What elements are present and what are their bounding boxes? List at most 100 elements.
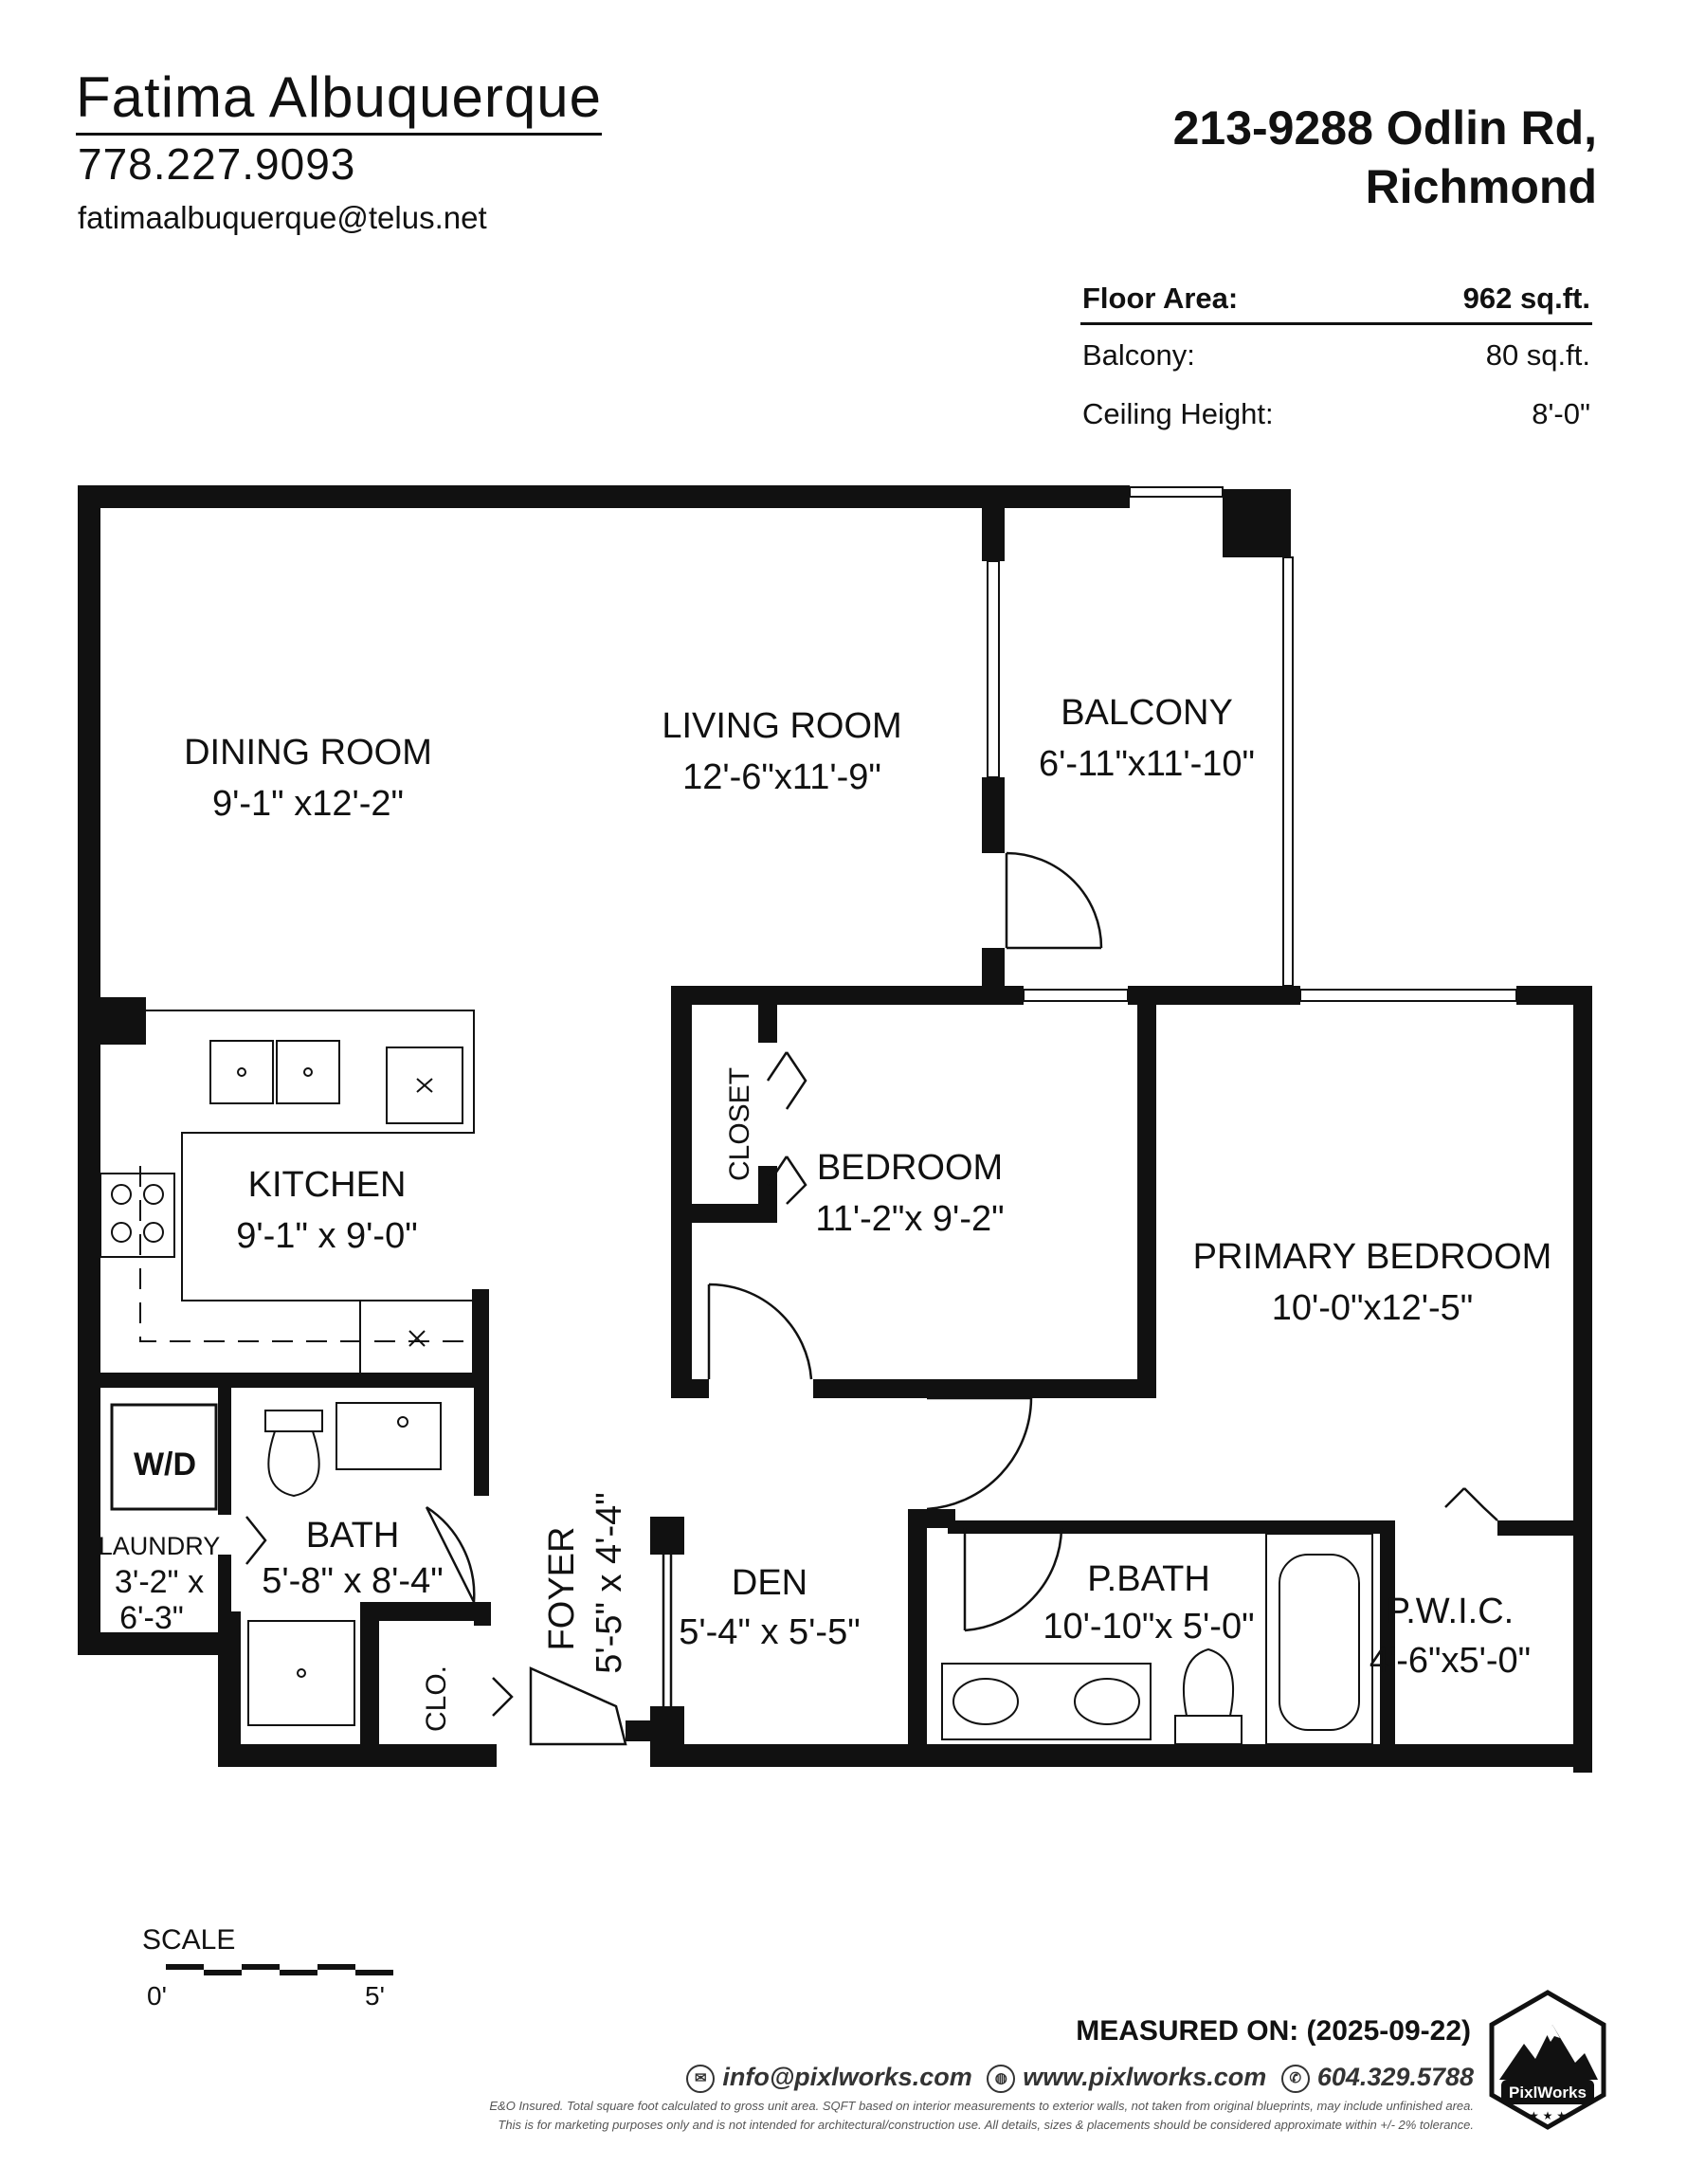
clo-name: CLO. <box>421 1665 452 1732</box>
scale-end: 5' <box>365 1981 385 2011</box>
wall-pbath-top <box>1043 1520 1393 1534</box>
wall-pwic-top <box>1497 1520 1592 1536</box>
sink-left <box>209 1040 274 1104</box>
wall-laundry-top <box>78 1373 476 1388</box>
phone-icon: ✆ <box>1280 2064 1310 2093</box>
door-entry <box>529 1666 627 1746</box>
laundry-door <box>245 1516 267 1565</box>
address-line1: 213-9288 Odlin Rd, <box>1172 101 1597 155</box>
balcony-column <box>1223 489 1291 557</box>
foyer-name: FOYER <box>542 1527 582 1651</box>
kitchen-counter <box>100 1010 475 1301</box>
bedroom-dims: 11'-2"x 9'-2" <box>815 1199 1004 1239</box>
wall-bedroom-right <box>1137 986 1156 1398</box>
laundry-dims-2: 6'-3" <box>119 1600 184 1636</box>
wall-bottom-left <box>218 1744 497 1767</box>
svg-text:★ ★ ★: ★ ★ ★ <box>1529 2109 1567 2122</box>
scale-bar <box>166 1964 393 1975</box>
wall-bedroom-left-lower <box>671 1232 692 1398</box>
door-balcony <box>1005 851 1103 949</box>
kitchen-dims: 9'-1" x 9'-0" <box>236 1216 417 1256</box>
door-pbath <box>963 1527 1063 1632</box>
wall-pbath-left <box>908 1509 927 1767</box>
wall-bottom-right <box>669 1744 1592 1767</box>
window-living <box>987 560 1000 778</box>
address-line2: Richmond <box>1365 160 1597 213</box>
den-name: DEN <box>732 1563 807 1603</box>
laundry-dims-1: 3'-2" x <box>115 1564 204 1600</box>
clo-door <box>492 1677 514 1717</box>
wall-laundry-right <box>218 1373 231 1515</box>
living-room-dims: 12'-6"x11'-9" <box>682 757 881 797</box>
agent-phone: 778.227.9093 <box>78 139 356 189</box>
balcony-rail-right <box>1282 556 1294 987</box>
balcony-area-value: 80 sq.ft. <box>1485 338 1590 372</box>
company-contact: ✉info@pixlworks.com ◍www.pixlworks.com ✆… <box>679 2063 1474 2093</box>
disclaimer-line2: This is for marketing purposes only and … <box>498 2118 1474 2132</box>
ceiling-height-label: Ceiling Height: <box>1082 397 1274 430</box>
bath-toilet <box>264 1410 323 1498</box>
kitchen-island-outline <box>139 1166 474 1342</box>
ceiling-height-value: 8'-0" <box>1532 397 1590 430</box>
pbath-vanity <box>941 1663 1152 1740</box>
door-bath <box>425 1505 476 1603</box>
dining-room-name: DINING ROOM <box>184 733 432 773</box>
disclaimer-line1: E&O Insured. Total square foot calculate… <box>489 2099 1474 2113</box>
wall-kitchen-corner <box>78 997 146 1045</box>
pbath-tub <box>1265 1533 1373 1745</box>
bath-dims: 5'-8" x 8'-4" <box>262 1561 443 1601</box>
washer-dryer <box>110 1403 218 1511</box>
room-labels: DINING ROOM 9'-1" x12'-2" LIVING ROOM 12… <box>99 693 1552 1732</box>
bedroom-name: BEDROOM <box>817 1148 1003 1188</box>
bath-name: BATH <box>306 1516 400 1556</box>
pwic-door <box>1444 1487 1498 1521</box>
fridge <box>386 1046 463 1124</box>
company-email[interactable]: info@pixlworks.com <box>722 2063 972 2091</box>
wall-bath-bottom <box>360 1602 491 1621</box>
wall-top <box>78 485 1130 508</box>
dining-room-dims: 9'-1" x12'-2" <box>212 784 404 824</box>
floor-area-label: Floor Area: <box>1082 282 1239 315</box>
foyer-post <box>650 1517 684 1555</box>
wall-bedroom-bottom <box>813 1379 1156 1398</box>
door-bedroom <box>707 1283 813 1380</box>
window-bedroom <box>1023 989 1129 1002</box>
agent-name: Fatima Albuquerque <box>76 66 603 136</box>
company-website[interactable]: www.pixlworks.com <box>1023 2063 1267 2091</box>
windows <box>987 486 1517 1002</box>
pbath-toilet <box>1174 1647 1243 1745</box>
wall-closet-bottom <box>671 1204 766 1223</box>
laundry-name: LAUNDRY <box>99 1532 221 1560</box>
email-icon: ✉ <box>686 2064 716 2093</box>
floor-area-value: 962 sq.ft. <box>1462 282 1590 315</box>
balcony-name: BALCONY <box>1061 693 1233 733</box>
pbath-name: P.BATH <box>1087 1559 1210 1599</box>
company-phone: 604.329.5788 <box>1316 2063 1474 2091</box>
stove <box>100 1173 175 1258</box>
window-primary <box>1299 989 1517 1002</box>
closet-name: CLOSET <box>724 1067 755 1181</box>
agent-email: fatimaalbuquerque@telus.net <box>78 200 487 235</box>
fixtures <box>100 1010 1373 1745</box>
door-primary <box>926 1396 1033 1511</box>
wall-pwic-left <box>1380 1520 1395 1767</box>
living-room-name: LIVING ROOM <box>662 706 901 746</box>
window-balcony-top <box>1129 486 1224 498</box>
wall-closet-left <box>671 986 692 1232</box>
wall-right <box>1573 986 1592 1773</box>
measured-on: MEASURED ON: (2025-09-22) <box>1076 2015 1471 2047</box>
wall-left <box>78 485 100 1655</box>
scale-label: SCALE <box>142 1924 236 1956</box>
pbath-dims: 10'-10"x 5'-0" <box>1043 1607 1254 1647</box>
wall-bedroom-top-left <box>671 986 1024 1005</box>
pwic-dims: 4'-6"x5'-0" <box>1370 1641 1531 1681</box>
bath-shower <box>247 1620 355 1726</box>
balcony-dims: 6'-11"x11'-10" <box>1039 744 1255 784</box>
doors <box>245 851 1498 1746</box>
bath-vanity <box>336 1402 442 1470</box>
primary-bedroom-name: PRIMARY BEDROOM <box>1193 1237 1552 1277</box>
closet-bifold-top <box>766 1051 807 1110</box>
mountain-logo-icon: PixlWorks ★ ★ ★ <box>1489 1990 1606 2130</box>
primary-bedroom-dims: 10'-0"x12'-5" <box>1272 1288 1474 1328</box>
